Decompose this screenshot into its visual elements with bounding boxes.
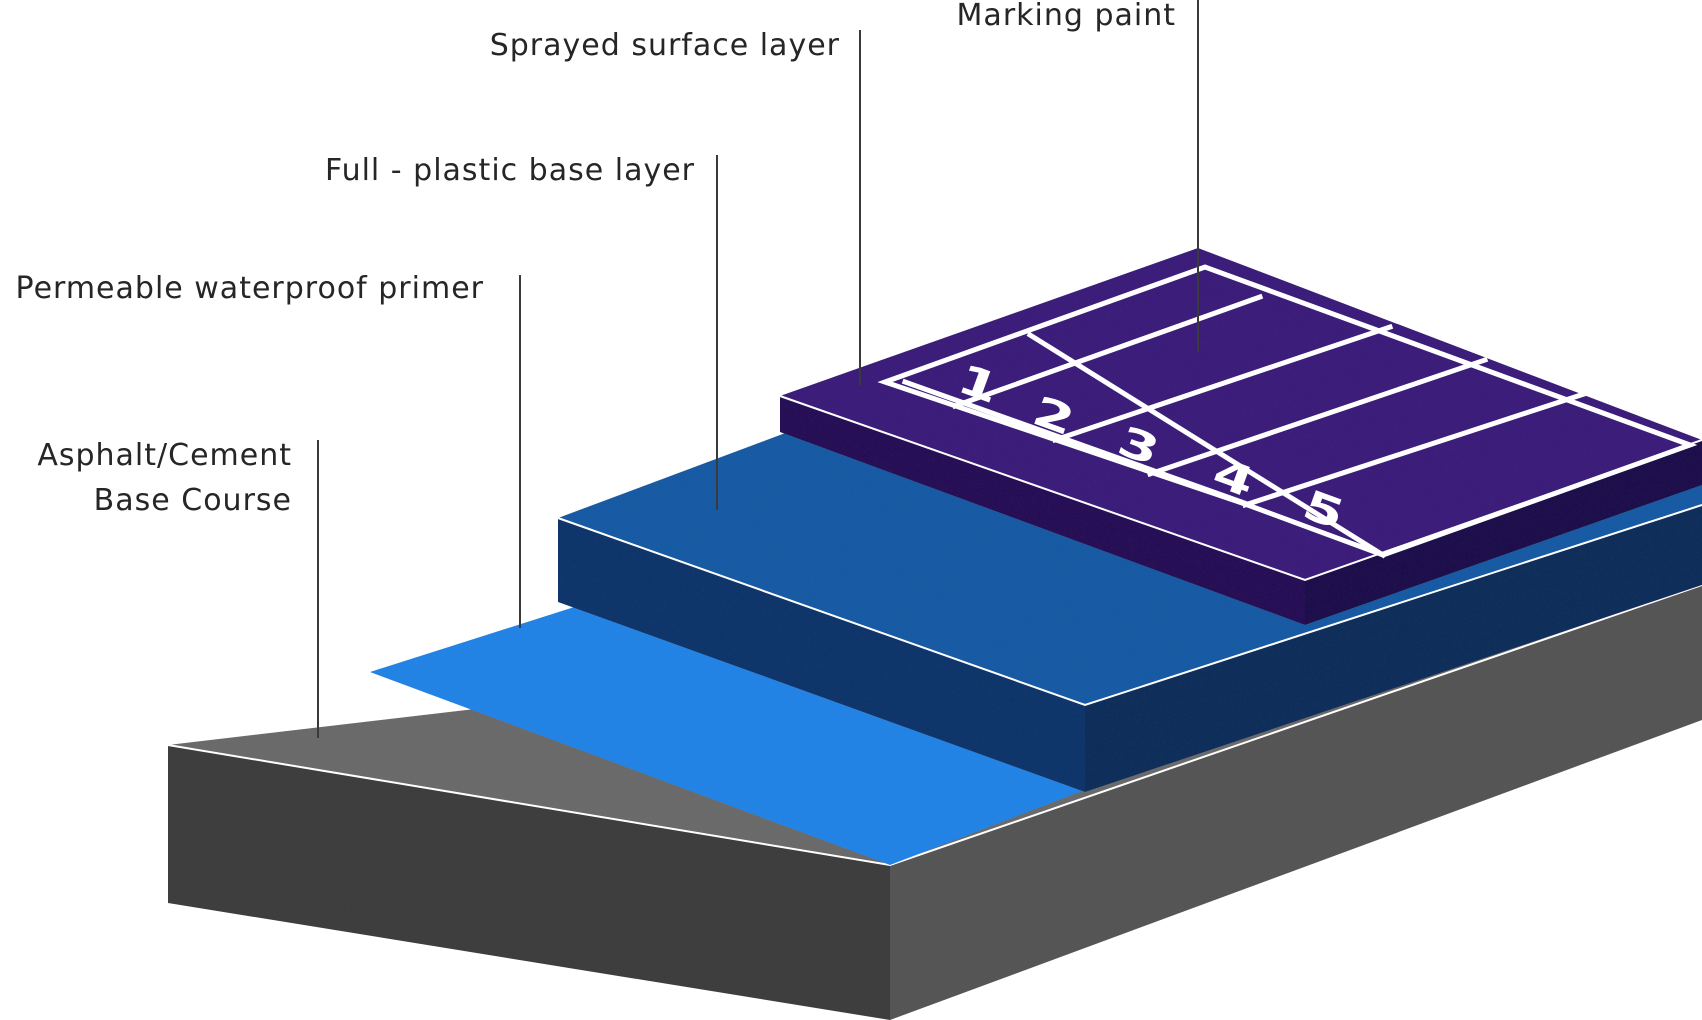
- label-full-plastic: Full - plastic base layer: [325, 153, 695, 188]
- label-primer: Permeable waterproof primer: [16, 271, 484, 306]
- lane-line-2: [1051, 323, 1394, 444]
- full-plastic-edge: [557, 504, 1702, 707]
- primer-layer-top: [370, 602, 1085, 865]
- sprayed-surface-slab: [780, 248, 1702, 625]
- base-course-front: [168, 745, 890, 1020]
- label-sprayed-surface: Sprayed surface layer: [490, 28, 840, 63]
- lane-cross-line: [901, 378, 1254, 509]
- full-plastic-right: [1085, 505, 1702, 792]
- full-plastic-front: [558, 518, 1085, 792]
- leader-lines: [317, 0, 1199, 738]
- label-base-course-line1: Asphalt/Cement: [37, 438, 292, 473]
- lane-line-3: [1146, 356, 1489, 478]
- lane-start-line: [1026, 331, 1387, 559]
- lane-markings: [877, 264, 1698, 559]
- sprayed-surface-front: [780, 396, 1305, 625]
- label-marking-paint: Marking paint: [957, 0, 1176, 33]
- base-course-right: [890, 585, 1702, 1020]
- lane-line-1: [951, 293, 1264, 410]
- layer-labels: Marking paint Sprayed surface layer Full…: [16, 0, 1176, 518]
- sprayed-surface-right: [1305, 440, 1702, 625]
- sprayed-surface-top: [780, 248, 1702, 580]
- lane-line-4: [1241, 388, 1594, 509]
- label-base-course-line2: Base Course: [94, 483, 292, 518]
